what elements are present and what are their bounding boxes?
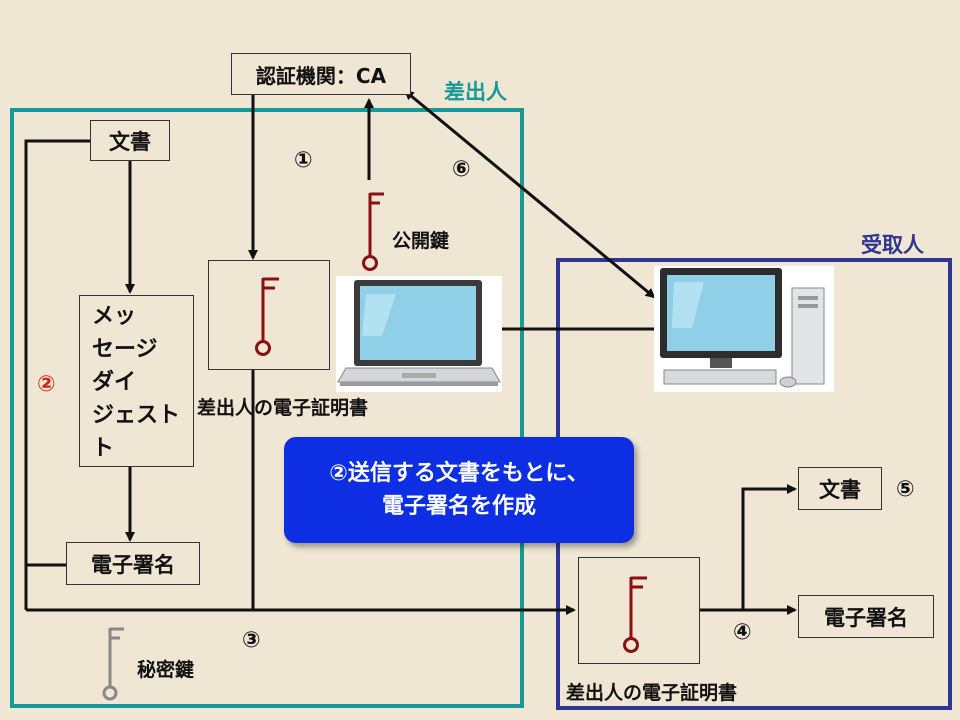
- sender-label: 差出人: [444, 80, 507, 104]
- receiver-certificate-box: [578, 557, 700, 664]
- callout-line-1: ②送信する文書をもとに、: [329, 461, 589, 486]
- step-6: ⑥: [452, 157, 471, 182]
- message-digest-box: メッ セージ ダイ ジェスト ト: [79, 295, 194, 467]
- receiver-signature-box: 電子署名: [798, 595, 934, 638]
- desktop-pc-icon: [654, 266, 834, 392]
- digest-line: ジェスト: [92, 403, 181, 428]
- digest-line: セージ: [92, 337, 158, 362]
- receiver-label: 受取人: [861, 233, 924, 257]
- step-4: ④: [733, 620, 752, 645]
- sender-certificate-box: [208, 260, 330, 370]
- step-5: ⑤: [896, 477, 915, 502]
- digest-line: メッ: [92, 304, 137, 329]
- certificate-key-icon: [623, 576, 647, 653]
- secret-key-label: 秘密鍵: [137, 659, 195, 681]
- callout-line-2: 電子署名を作成: [381, 494, 536, 519]
- certificate-key-icon: [255, 277, 279, 356]
- sender-frame: [10, 108, 524, 708]
- public-key-icon: [362, 192, 384, 271]
- digest-line: ダイ: [92, 370, 137, 395]
- digest-line: ト: [92, 436, 115, 461]
- sender-signature-box: 電子署名: [66, 542, 200, 585]
- sender-document-box: 文書: [90, 120, 170, 161]
- laptop-icon: [336, 276, 502, 392]
- step-1: ①: [294, 148, 313, 173]
- step-3: ③: [242, 628, 261, 653]
- receiver-certificate-label: 差出人の電子証明書: [566, 682, 738, 704]
- sender-certificate-label: 差出人の電子証明書: [197, 397, 369, 419]
- public-key-label: 公開鍵: [392, 230, 450, 252]
- ca-box: 認証機関：CA: [231, 53, 411, 95]
- step-2: ②: [37, 372, 56, 397]
- secret-key-icon: [102, 627, 124, 701]
- receiver-document-box: 文書: [798, 467, 882, 510]
- step2-callout: ②送信する文書をもとに、 電子署名を作成: [284, 437, 634, 543]
